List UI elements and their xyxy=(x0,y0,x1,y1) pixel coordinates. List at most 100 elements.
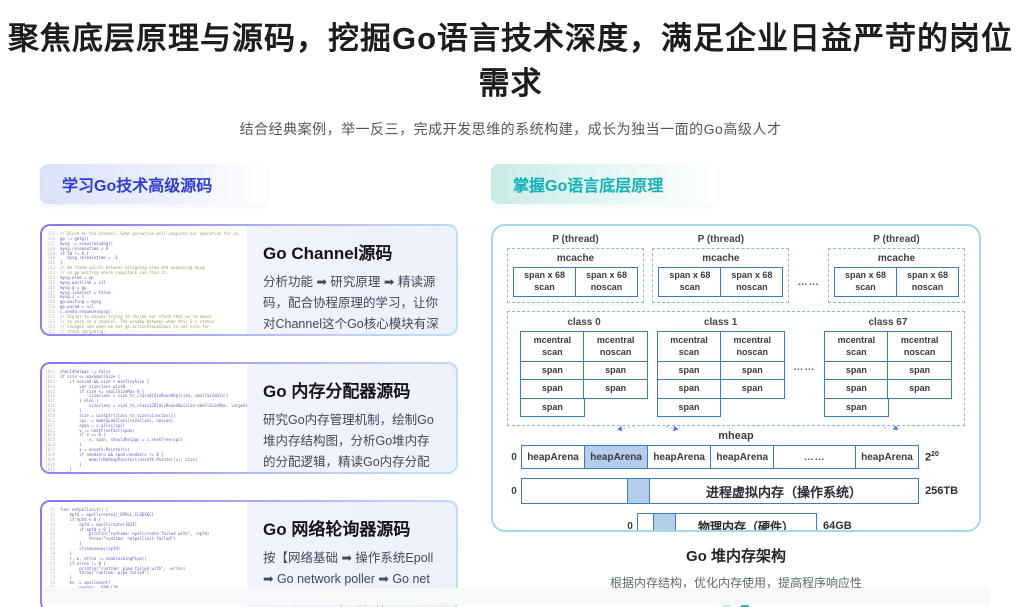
code-line: gp := getg() xyxy=(60,235,89,241)
mcentral-cell: span xyxy=(656,379,722,400)
code-line: c.sendq.enqueue(mysg) xyxy=(60,309,111,314)
physical-unused-segment xyxy=(638,514,654,530)
heap-arena-cell: heapArena xyxy=(854,446,918,469)
mcentral-cell: span xyxy=(719,379,785,400)
physical-mapped-segment xyxy=(654,514,676,530)
code-line: // stack shrinking. xyxy=(60,328,106,334)
card-description: 研究Go内存管理机制，绘制Go堆内存结构图，分析Go堆内存的分配逻辑，精读Go内… xyxy=(263,413,434,469)
mcentral-cell: span xyxy=(656,361,722,381)
code-line: span = c.alloc[spc] xyxy=(60,422,126,428)
virtual-unused-segment xyxy=(522,479,628,504)
ellipsis: …… xyxy=(797,277,820,289)
mcentral-cell: span xyxy=(520,397,585,418)
code-line: } xyxy=(60,461,82,467)
code-line: epfd = epollcreate(1024) xyxy=(60,521,138,527)
physical-limit: 64GB xyxy=(823,520,852,532)
code-line: if noscan && size < maxTinySize { xyxy=(60,378,150,384)
code-line: mysg.releasetime = -1 xyxy=(60,255,118,261)
code-line: // Signal to anyone trying to shrink our… xyxy=(60,313,212,319)
diagram-caption: Go 堆内存架构 xyxy=(686,548,786,565)
card-title: Go 网络轮询器源码 xyxy=(263,520,411,539)
code-line: // on gp.waiting where copystack can fin… xyxy=(60,270,169,275)
code-line: if epfd < 0 { xyxy=(60,516,101,522)
code-line: mysg.elem = ep xyxy=(60,274,94,280)
code-screenshot: // Block on the channel. Some goroutine … xyxy=(42,226,247,334)
code-line: gp.waiting = mysg xyxy=(60,299,101,305)
physical-memory-label: 物理内存（硬件） xyxy=(698,519,795,532)
code-line: mysg.waitlink = nil xyxy=(60,279,106,285)
code-line: // No stack splits between assigning ele… xyxy=(60,265,205,271)
code-line: shouldhelpgc := false xyxy=(60,369,111,374)
span-cell: span x 68 scan xyxy=(844,270,886,292)
code-line: } xyxy=(60,442,82,448)
code-line: r, w, errno := nonblockingPipe() xyxy=(60,555,147,561)
page-title: 聚焦底层原理与源码，挖掘Go语言技术深度，满足企业日益严苛的岗位需求 xyxy=(7,21,1014,101)
virtual-mapped-segment xyxy=(628,479,650,504)
left-panel: 学习Go技术高级源码 // Block on the channel. Some… xyxy=(40,164,458,607)
mcentral-cell: mcentral noscan xyxy=(583,331,648,363)
code-line: throw("runtime: netpollinit failed") xyxy=(60,536,176,542)
code-line: var sizeclass uint8 xyxy=(60,383,126,389)
carousel-dot-1[interactable] xyxy=(723,603,731,607)
code-line: // to park on a channel. The window betw… xyxy=(60,318,215,324)
mcache-label: mcache xyxy=(877,253,916,264)
mheap-label: mheap xyxy=(718,430,754,443)
code-line: mysg.g = gp xyxy=(60,284,87,290)
mcentral-cell: span xyxy=(520,379,585,400)
mcentral-cell: mcentral scan xyxy=(823,331,889,363)
code-line: } xyxy=(60,550,73,556)
mcentral-cell: span xyxy=(823,361,889,381)
mcache-label: mcache xyxy=(556,253,595,264)
mcentral-cell: span xyxy=(520,361,585,381)
code-line: mysg.isSelect = false xyxy=(60,289,111,295)
code-line: } xyxy=(60,466,73,472)
code-line: memclrNoHeapPointers(unsafe.Pointer(v), … xyxy=(60,456,198,462)
heap-arena-cell: heapArena xyxy=(647,446,710,469)
span-cell: span x 68 noscan xyxy=(575,268,637,297)
code-line: if t0 != 0 { xyxy=(60,250,89,256)
span-cell: span x 68 noscan xyxy=(895,268,958,297)
code-line: mysg.c = c xyxy=(60,294,85,300)
right-panel-banner: 掌握Go语言底层原理 xyxy=(491,164,717,204)
mcentral-cell: span xyxy=(823,397,889,418)
carousel-dots xyxy=(491,603,981,607)
heap-arena-cell: heapArena xyxy=(710,446,773,469)
content: 学习Go技术高级源码 // Block on the channel. Some… xyxy=(0,164,1021,607)
right-panel: 掌握Go语言底层原理 xyxy=(491,164,981,607)
heap-arena-cell: heapArena xyxy=(584,446,648,469)
mcentral-cell: span xyxy=(887,361,952,381)
code-line: func netpollinit() { xyxy=(60,507,109,512)
code-line: if needzero && span.needzero != 0 { xyxy=(60,451,164,457)
code-line: throw("runtime: pipe failed") xyxy=(60,570,150,576)
code-line: epfd = epollcreate1(_EPOLL_CLOEXEC) xyxy=(60,511,154,517)
mcentral-cell: span xyxy=(583,379,648,400)
mcentral-cell: span xyxy=(656,397,722,418)
diagram-caption-sub: 根据内存结构，优化内存使用，提高程序响应性 xyxy=(609,576,862,590)
carousel-dot-2[interactable] xyxy=(741,603,749,607)
code-line: gp.param = nil xyxy=(60,304,94,310)
code-line: spc := makeSpanClass(sizeclass, noscan) xyxy=(60,417,174,423)
virtual-memory-row: 0 进程虚拟内存（操作系统） 256TB xyxy=(507,478,965,505)
code-line: if epfd < 0 { xyxy=(60,526,111,532)
code-line: v, span, shouldhelpgc = c.nextFree(spc) xyxy=(60,437,183,443)
code-line: v := nextFreeFast(span) xyxy=(60,427,135,433)
code-line: if size <= maxSmallSize { xyxy=(60,373,121,379)
left-panel-banner: 学习Go技术高级源码 xyxy=(40,164,266,204)
mcentral-cell: mcentral noscan xyxy=(887,331,952,363)
code-line: if size <= smallSizeMax-8 { xyxy=(60,388,145,394)
mcentral-cell: mcentral scan xyxy=(656,331,722,363)
mcentral-cell: span xyxy=(887,379,952,400)
code-line: sizeclass = size_to_class8[divRoundUp(si… xyxy=(60,393,229,399)
mcentral-cell: mcentral scan xyxy=(520,331,585,363)
code-line: events: _EPOLLIN, xyxy=(42,585,243,591)
mcentral-cell: span xyxy=(719,361,785,381)
source-code-cards: // Block on the channel. Some goroutine … xyxy=(40,224,458,607)
